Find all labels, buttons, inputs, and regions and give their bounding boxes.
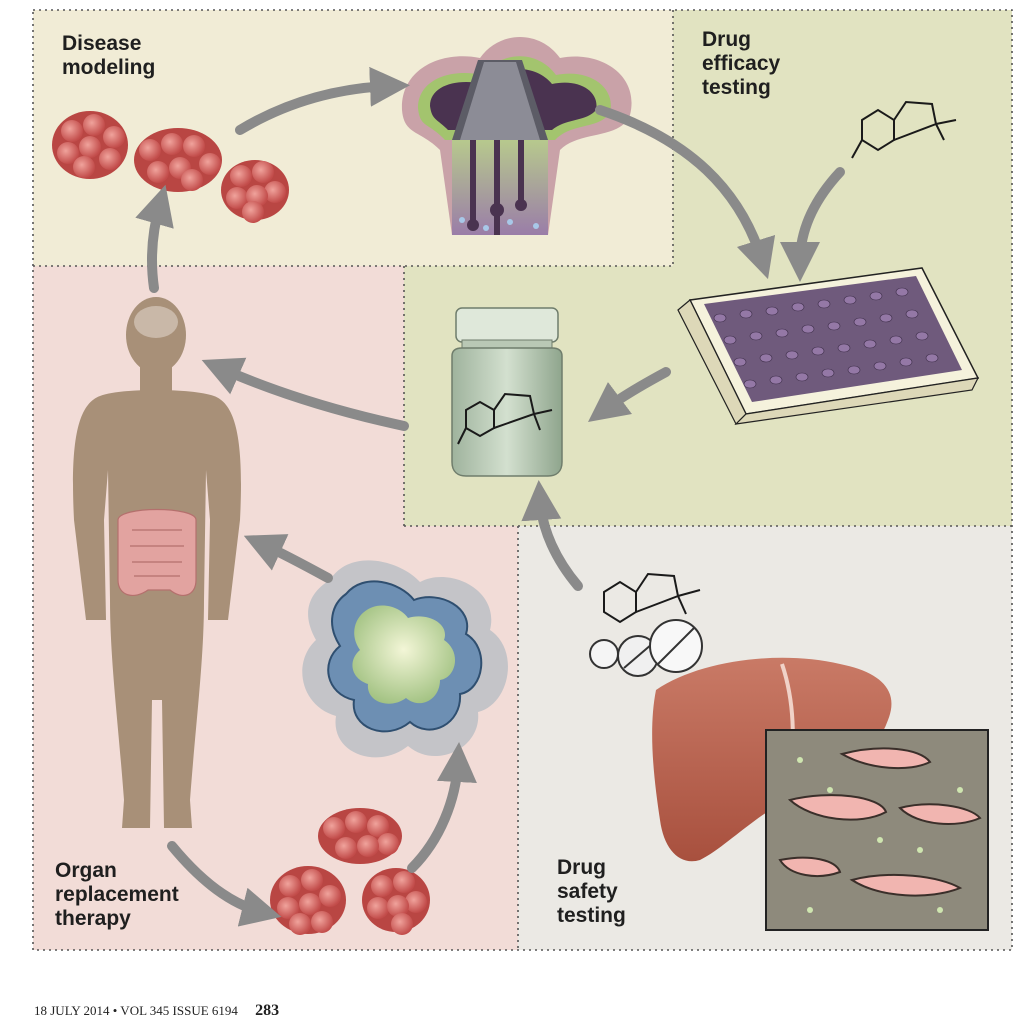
well-plate — [677, 267, 980, 426]
cell-cluster-5 — [270, 866, 346, 935]
intestine — [117, 508, 197, 597]
arrow-plate-to-jar — [587, 367, 671, 422]
panel-dividers — [32, 9, 1013, 951]
cell-cluster-3 — [221, 160, 289, 223]
cortex-organoid — [401, 37, 632, 235]
molecule-safety — [603, 572, 701, 624]
molecule-efficacy — [851, 100, 957, 159]
cell-cluster-1 — [52, 111, 128, 179]
drug-jar — [451, 307, 563, 477]
arrow-molecule-to-plate — [780, 167, 845, 282]
cell-clusters — [52, 111, 430, 935]
cell-cluster-2 — [134, 128, 222, 192]
human-body — [73, 297, 241, 828]
arrow-jar-to-body — [201, 357, 409, 431]
label-organ-replacement-therapy: Organ replacement therapy — [55, 859, 179, 930]
cell-cluster-4 — [318, 808, 402, 864]
label-drug-safety-testing: Drug safety testing — [557, 856, 626, 927]
issue-info: 18 JULY 2014 • VOL 345 ISSUE 6194 — [34, 1003, 238, 1018]
arrow-body-to-cluster — [167, 841, 282, 927]
arrow-organoid-to-body — [243, 534, 333, 583]
flow-arrows — [135, 66, 845, 927]
label-disease-modeling: Disease modeling — [62, 32, 156, 79]
cell-cluster-6 — [362, 868, 430, 935]
arrow-cortex-to-plate — [595, 105, 776, 280]
intestinal-organoid — [302, 560, 508, 758]
page-footer: 18 JULY 2014 • VOL 345 ISSUE 6194 283 — [34, 1002, 279, 1020]
arrow-body-to-cells — [135, 184, 174, 293]
arrow-safety-to-jar — [521, 480, 583, 591]
label-drug-efficacy-testing: Drug efficacy testing — [702, 28, 781, 99]
arrow-cells-to-cortex — [235, 66, 410, 135]
arrow-cells-to-organoid — [407, 742, 477, 873]
page-number: 283 — [255, 1002, 280, 1019]
pills — [589, 619, 703, 677]
liver-tissue-inset — [765, 729, 989, 931]
